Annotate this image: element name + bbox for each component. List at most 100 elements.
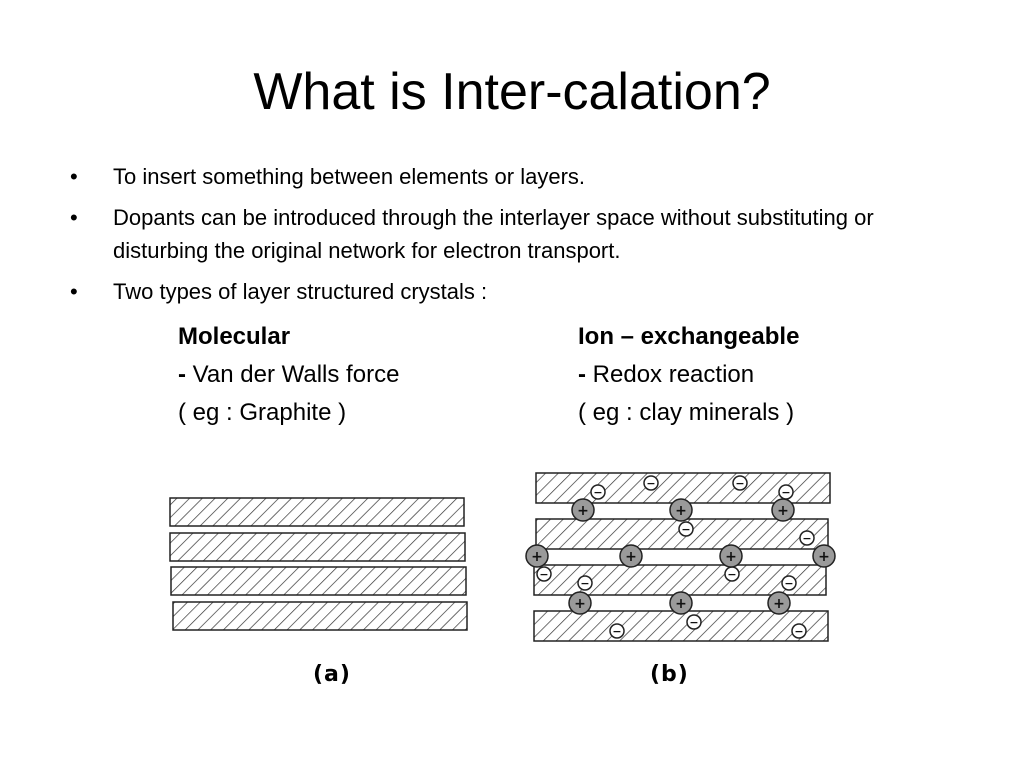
ion-circle [609,623,625,639]
ion-sign: − [781,486,790,499]
ion-sign: − [681,523,690,536]
bullet-icon: • [70,279,78,304]
anion-icon: − [799,530,815,546]
ion-sign: + [675,503,687,519]
ion-circle [619,544,643,568]
ion-circle [669,591,693,615]
ion-circle [525,544,549,568]
anion-icon: − [778,484,794,500]
ion-circle [719,544,743,568]
ion-sign: + [773,596,785,612]
ion-sign: + [777,503,789,519]
cation-icon: + [619,544,643,568]
slide-title: What is Inter-calation? [253,63,771,121]
bullet-text: To insert something between elements or … [113,164,586,189]
bullet-text: Dopants can be introduced through the in… [113,205,874,263]
anion-icon: − [577,575,593,591]
bullet-item: • To insert something between elements o… [70,160,950,193]
dash-icon: - [178,361,186,388]
ion-circle [686,614,702,630]
ion-circle [571,498,595,522]
bullet-icon: • [70,164,78,189]
ion-sign: − [689,616,698,629]
cation-icon: + [568,591,592,615]
bullet-item: • Two types of layer structured crystals… [70,275,950,308]
column-heading: Molecular [178,323,291,350]
ion-sign: − [727,568,736,581]
ion-sign: − [580,577,589,590]
cation-icon: + [669,591,693,615]
ion-sign: + [675,596,687,612]
anion-icon: − [678,521,694,537]
ion-sign: + [625,549,637,565]
hatched-layer [533,610,829,642]
column-force: Van der Walls force [192,361,400,388]
column-force-line: - Redox reaction [578,356,799,394]
ion-sign: − [593,486,602,499]
bullet-list: • To insert something between elements o… [70,160,950,316]
ion-circle [812,544,836,568]
cation-icon: + [767,591,791,615]
ion-sign: − [735,477,744,490]
ion-circle [669,498,693,522]
bullet-text: Two types of layer structured crystals : [113,279,488,304]
anion-icon: − [609,623,625,639]
figure-caption-a: (a) [313,662,351,687]
column-heading: Ion – exchangeable [578,323,800,350]
anion-icon: − [732,475,748,491]
ion-circle [643,475,659,491]
molecular-layers-diagram [169,497,468,631]
column-force: Redox reaction [592,361,755,388]
ion-circle [799,530,815,546]
column-example: ( eg : clay minerals ) [578,399,795,426]
cation-icon: + [812,544,836,568]
hatched-layer [169,532,466,562]
ion-sign: − [539,568,548,581]
ion-circle [590,484,606,500]
ion-exchangeable-column: Ion – exchangeable - Redox reaction ( eg… [578,318,799,432]
column-force-line: - Van der Walls force [178,356,399,394]
cation-icon: + [719,544,743,568]
hatched-layer [172,601,468,631]
cation-icon: + [771,498,795,522]
ion-circle [678,521,694,537]
anion-icon: − [724,566,740,582]
anion-icon: − [643,475,659,491]
figure-caption-b: (b) [650,662,689,687]
cation-icon: + [669,498,693,522]
ion-sign: − [784,577,793,590]
column-example: ( eg : Graphite ) [178,399,347,426]
bullet-icon: • [70,205,78,230]
anion-icon: − [791,623,807,639]
ion-circle [577,575,593,591]
hatched-layer [170,566,467,596]
ion-sign: − [802,532,811,545]
dash-icon: - [578,361,586,388]
ion-sign: + [577,503,589,519]
anion-icon: − [536,566,552,582]
ion-sign: − [646,477,655,490]
ion-circle [732,475,748,491]
anion-icon: − [590,484,606,500]
ion-sign: + [574,596,586,612]
ion-sign: − [612,625,621,638]
ion-sign: − [794,625,803,638]
molecular-column: Molecular - Van der Walls force ( eg : G… [178,318,399,432]
hatched-layer [169,497,465,527]
ion-exchangeable-layers-diagram: −−−−−−−−−−−−−++++++++++ [525,472,836,642]
anion-icon: − [781,575,797,591]
ion-sign: + [818,549,830,565]
cation-icon: + [571,498,595,522]
ion-sign: + [531,549,543,565]
ion-circle [781,575,797,591]
cation-icon: + [525,544,549,568]
ion-circle [568,591,592,615]
ion-circle [791,623,807,639]
ion-circle [771,498,795,522]
anion-icon: − [686,614,702,630]
ion-sign: + [725,549,737,565]
ion-circle [536,566,552,582]
bullet-item: • Dopants can be introduced through the … [70,201,950,267]
